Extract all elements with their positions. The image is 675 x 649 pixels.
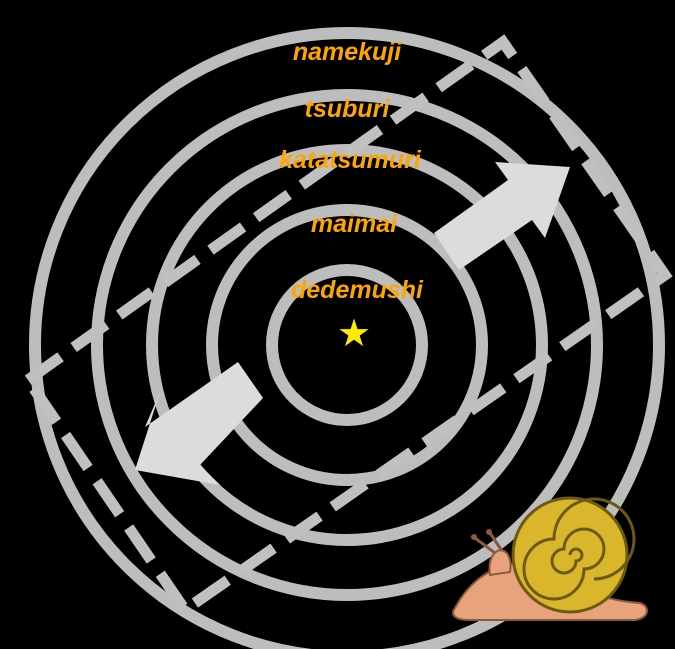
snail-antenna-tip-left [471,534,477,540]
label-dedemushi: dedemushi [291,276,424,304]
label-katatsumuri: katatsumuri [279,146,422,174]
star-icon: ★ [337,311,371,355]
label-maimai: maimai [311,210,398,238]
snail-antenna-tip-right [486,529,492,535]
label-tsuburi: tsuburi [305,95,391,123]
label-namekuji: namekuji [293,38,402,66]
